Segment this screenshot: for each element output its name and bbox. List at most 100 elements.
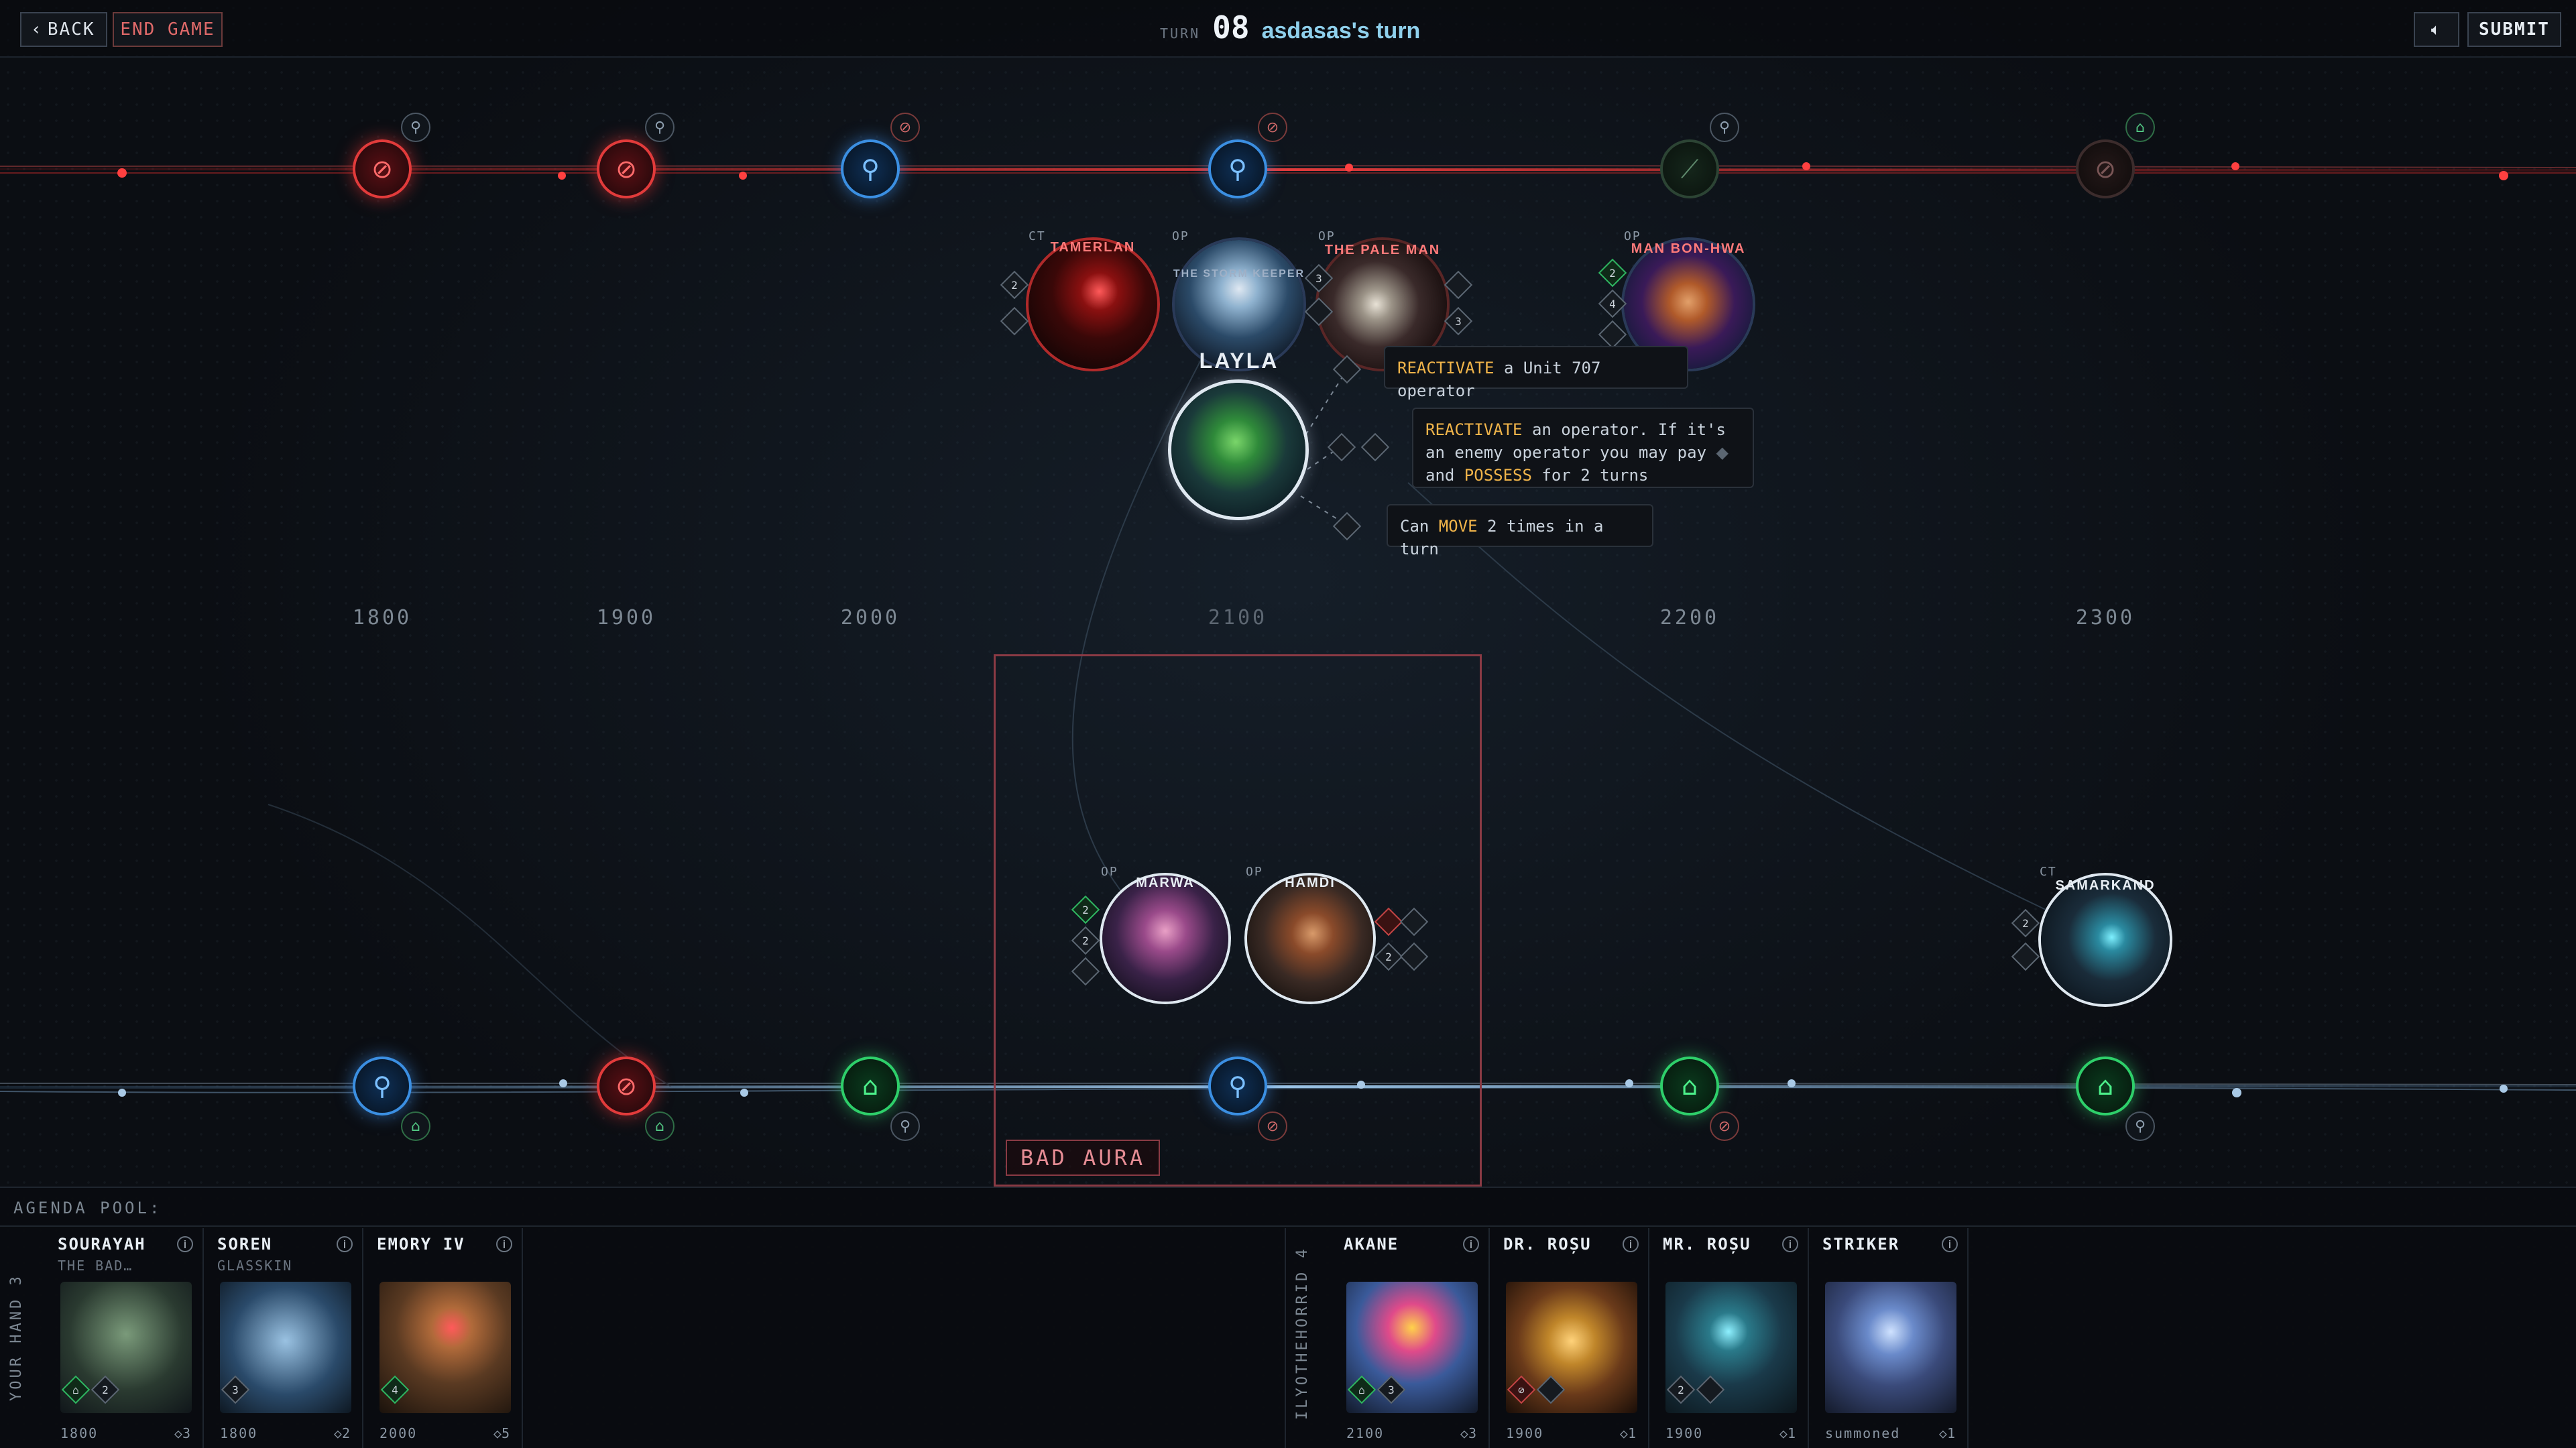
chevron-left-icon: ‹ <box>32 19 41 40</box>
token-marwa[interactable] <box>1100 873 1231 1004</box>
agenda-card-soren[interactable]: SOREN GLASSKIN i 3 1800 ◇2 <box>208 1228 363 1448</box>
temple-icon: ⌂ <box>1681 1071 1698 1101</box>
lane-node-red-1900-bottom[interactable]: ⊘ <box>597 1057 656 1115</box>
selected-token-name: LAYLA <box>1199 349 1279 373</box>
agenda-card-striker[interactable]: STRIKER i summoned ◇1 <box>1813 1228 1969 1448</box>
card-year: 1900 <box>1506 1425 1544 1441</box>
mini-mask-icon: ⊘ <box>1258 1111 1287 1141</box>
card-name: AKANE <box>1344 1235 1399 1254</box>
agenda-card-akane[interactable]: AKANE i ⌂ 3 2100 ◇3 <box>1334 1228 1490 1448</box>
portrait <box>2041 876 2170 1004</box>
card-name: EMORY IV <box>377 1235 465 1254</box>
agenda-card-mr-rosu[interactable]: MR. ROȘU i 2 1900 ◇1 <box>1653 1228 1809 1448</box>
lane-node-green-2000-bottom[interactable]: ⌂ <box>841 1057 900 1115</box>
stat-badge <box>1536 1375 1566 1404</box>
mini-branch-icon: ⚲ <box>645 113 675 142</box>
ability-tooltip-reactivate-unit: REACTIVATE a Unit 707 operator <box>1384 346 1688 400</box>
agenda-card-dr-rosu[interactable]: DR. ROȘU i ⊘ 1900 ◇1 <box>1494 1228 1649 1448</box>
agenda-pool-label: AGENDA POOL: <box>13 1199 162 1217</box>
signal-icon: ⟋ <box>1680 154 1699 184</box>
token-hamdi[interactable] <box>1244 873 1376 1004</box>
year-label: 2200 <box>1659 606 1720 629</box>
token-name: MARWA <box>1136 876 1195 890</box>
info-icon[interactable]: i <box>1623 1236 1639 1252</box>
info-icon[interactable]: i <box>1782 1236 1798 1252</box>
info-icon[interactable]: i <box>177 1236 193 1252</box>
token-tamerlan[interactable] <box>1026 237 1160 371</box>
stat-badge: 3 <box>1377 1375 1406 1404</box>
mini-branch-icon: ⚲ <box>401 113 430 142</box>
portrait <box>1175 240 1303 369</box>
lane-node-red-1800-top[interactable]: ⊘ <box>353 139 412 198</box>
lane-node-dim-2300-top[interactable]: ⊘ <box>2076 139 2135 198</box>
info-icon[interactable]: i <box>1942 1236 1958 1252</box>
temple-icon: ⌂ <box>862 1071 879 1101</box>
mask-icon: ⊘ <box>616 154 637 184</box>
token-name: TAMERLAN <box>1050 240 1136 255</box>
lane-node-dim-2200-top[interactable]: ⟋ <box>1660 139 1719 198</box>
card-year: 1800 <box>60 1425 99 1441</box>
info-icon[interactable]: i <box>1463 1236 1479 1252</box>
stat-badge: 2 <box>91 1375 120 1404</box>
token-type: OP <box>1624 229 1641 243</box>
bad-aura-zone <box>994 654 1482 1187</box>
card-name: SOURAYAH <box>58 1235 146 1254</box>
portrait <box>1171 383 1305 517</box>
stat-badge: ⊘ <box>1507 1375 1536 1404</box>
token-name: THE PALE MAN <box>1324 243 1441 257</box>
mini-temple-icon: ⌂ <box>401 1111 430 1141</box>
mini-branch-icon: ⚲ <box>2125 1111 2155 1141</box>
lane-node-blue-2100-top[interactable]: ⚲ <box>1208 139 1267 198</box>
agenda-card-emory-iv[interactable]: EMORY IV i 4 2000 ◇5 <box>367 1228 523 1448</box>
agenda-card-sourayah[interactable]: SOURAYAH THE BAD… i ⌂ 2 1800 ◇3 <box>48 1228 204 1448</box>
stat-badge: ⌂ <box>61 1375 91 1404</box>
lane-node-blue-1800-bottom[interactable]: ⚲ <box>353 1057 412 1115</box>
token-storm-keeper[interactable] <box>1172 237 1306 371</box>
branch-icon: ⚲ <box>373 1071 392 1101</box>
year-label: 2100 <box>1208 606 1268 629</box>
token-type: CT <box>2040 865 2057 879</box>
card-name: DR. ROȘU <box>1503 1235 1592 1254</box>
card-subtitle: GLASSKIN <box>217 1258 293 1274</box>
card-name: SOREN <box>217 1235 273 1254</box>
ability-tooltip-reactivate-possess: REACTIVATE an operator. If it's an enemy… <box>1412 408 1754 488</box>
year-label: 1900 <box>596 606 656 629</box>
info-icon[interactable]: i <box>496 1236 512 1252</box>
token-samarkand[interactable] <box>2038 873 2172 1007</box>
card-subtitle: THE BAD… <box>58 1258 133 1274</box>
portrait <box>1029 240 1157 369</box>
temple-icon: ⌂ <box>2097 1071 2114 1101</box>
lane-node-green-2300-bottom[interactable]: ⌂ <box>2076 1057 2135 1115</box>
end-game-button[interactable]: END GAME <box>113 12 223 47</box>
stat-badge: 3 <box>221 1375 250 1404</box>
sound-button[interactable]: 🔈︎ <box>2414 12 2459 47</box>
stat-badge <box>1696 1375 1725 1404</box>
token-type: OP <box>1101 865 1118 879</box>
back-button[interactable]: ‹ BACK <box>20 12 107 47</box>
lane-node-red-1900-top[interactable]: ⊘ <box>597 139 656 198</box>
lane-node-green-2200-bottom[interactable]: ⌂ <box>1660 1057 1719 1115</box>
ability-tooltip-move: Can MOVE 2 times in a turn <box>1387 504 1653 558</box>
card-year: 1800 <box>220 1425 258 1441</box>
submit-button[interactable]: SUBMIT <box>2467 12 2561 47</box>
year-label: 2000 <box>840 606 900 629</box>
branch-icon: ⚲ <box>1228 154 1247 184</box>
opponent-hand-label: ILYOTHEHORRID 4 <box>1294 1246 1311 1420</box>
token-type: OP <box>1246 865 1263 879</box>
card-badges: ⌂ 3 <box>1347 1375 1406 1404</box>
token-name: THE STORM KEEPER <box>1173 268 1305 280</box>
branch-icon: ⚲ <box>1228 1071 1247 1101</box>
mini-temple-icon: ⌂ <box>645 1111 675 1141</box>
mini-branch-icon: ⚲ <box>1710 113 1739 142</box>
stat-badge: ⌂ <box>1347 1375 1377 1404</box>
bad-aura-label: BAD AURA <box>1006 1140 1161 1176</box>
info-icon[interactable]: i <box>337 1236 353 1252</box>
turn-player: asdasas's turn <box>1261 18 1421 44</box>
stat-badge: 4 <box>380 1375 410 1404</box>
cost-diamond-icon: ◆ <box>1716 443 1729 462</box>
year-label: 1800 <box>352 606 412 629</box>
token-layla[interactable] <box>1168 379 1309 520</box>
lane-node-blue-2000-top[interactable]: ⚲ <box>841 139 900 198</box>
lane-node-blue-2100-bottom[interactable]: ⚲ <box>1208 1057 1267 1115</box>
card-badges: ⊘ <box>1507 1375 1566 1404</box>
